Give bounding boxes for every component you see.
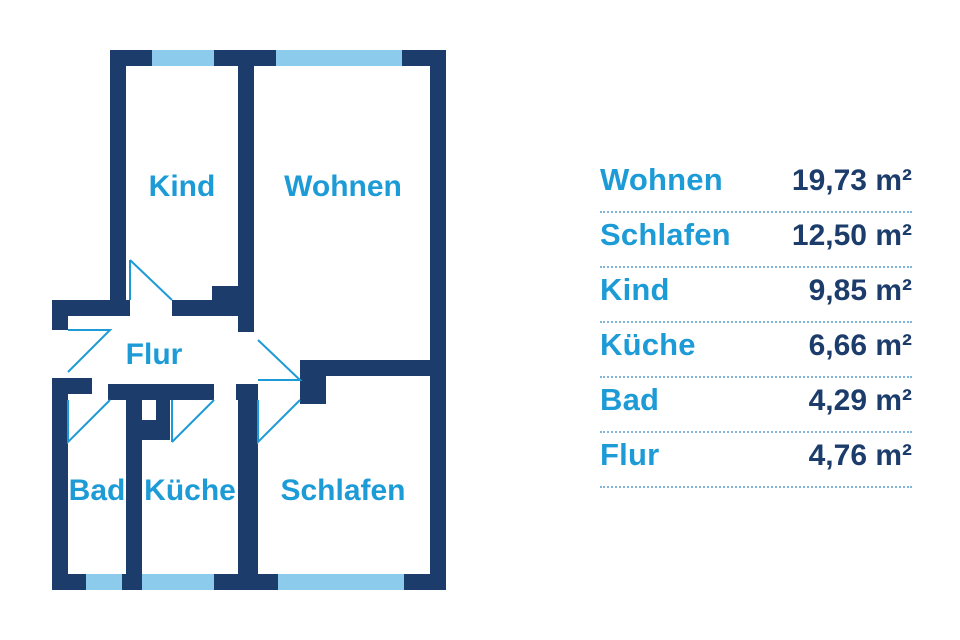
room-label-kind: Kind (149, 170, 216, 203)
room-label-kueche: Küche (144, 474, 236, 507)
windows (86, 50, 404, 590)
area-value: 4,76 m² (808, 439, 912, 472)
room-label-flur: Flur (126, 338, 183, 371)
door-swings (67, 259, 303, 445)
area-row: Bad 4,29 m² (600, 378, 912, 433)
room-label-schlafen: Schlafen (280, 474, 405, 507)
area-row: Wohnen 19,73 m² (600, 158, 912, 213)
area-room-name: Schlafen (600, 217, 731, 252)
walls (52, 50, 446, 590)
area-row: Kind 9,85 m² (600, 268, 912, 323)
room-label-wohnen: Wohnen (284, 170, 402, 203)
area-room-name: Küche (600, 327, 696, 362)
area-room-name: Wohnen (600, 162, 723, 197)
area-value: 6,66 m² (808, 329, 912, 362)
area-row: Flur 4,76 m² (600, 433, 912, 488)
room-label-bad: Bad (69, 474, 126, 507)
area-value: 9,85 m² (808, 274, 912, 307)
area-value: 12,50 m² (791, 219, 912, 252)
area-row: Schlafen 12,50 m² (600, 213, 912, 268)
area-room-name: Flur (600, 437, 660, 472)
area-table: Wohnen 19,73 m² Schlafen 12,50 m² Kind 9… (600, 158, 912, 488)
floor-plan: Kind Wohnen Flur Bad Küche Schlafen (52, 50, 446, 590)
area-room-name: Kind (600, 272, 670, 307)
area-row: Küche 6,66 m² (600, 323, 912, 378)
area-room-name: Bad (600, 382, 660, 417)
area-value: 4,29 m² (808, 384, 912, 417)
area-value: 19,73 m² (791, 164, 912, 197)
